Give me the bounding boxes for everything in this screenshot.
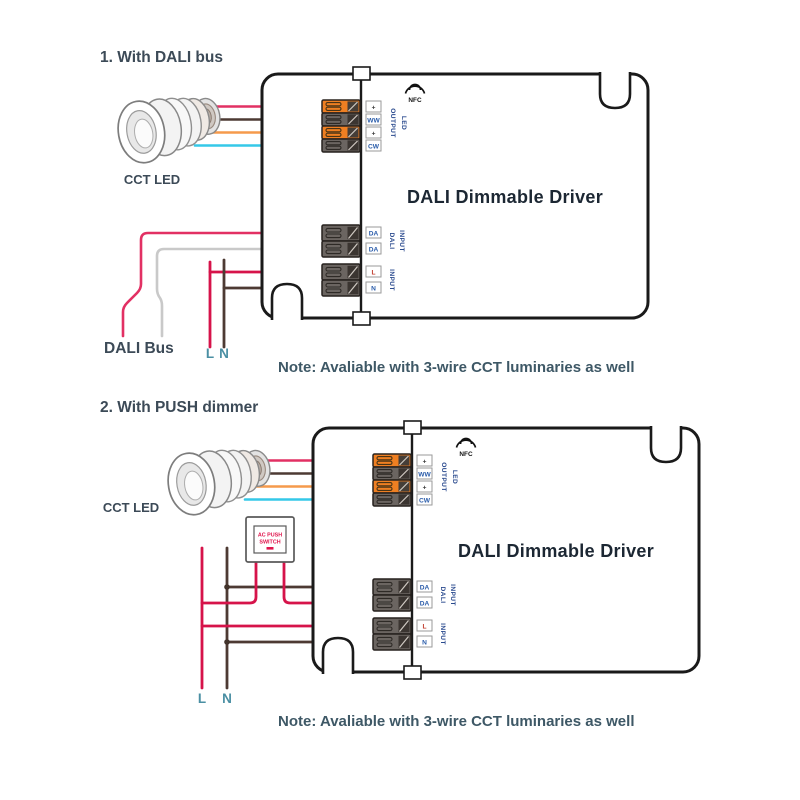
label-l-terminal-2: L — [422, 624, 426, 631]
label-out-plus2-2: + — [423, 485, 427, 492]
terminal-pole-out-ww — [321, 112, 361, 127]
label-out-plus2: + — [372, 131, 376, 138]
cct-led-label-2: CCT LED — [103, 500, 159, 515]
switch-label-line2: SWITCH — [259, 540, 280, 546]
label-n-terminal: N — [371, 286, 376, 293]
terminal-pole-n — [321, 279, 361, 297]
terminal-pole-out-plus2 — [321, 125, 361, 140]
terminal-pole-out-ww-2 — [372, 466, 412, 481]
wire-dali-da1 — [121, 231, 342, 338]
nfc-icon-2: NFC — [455, 437, 477, 458]
wire-switch-to-da2 — [282, 560, 393, 605]
terminal-pole-da2 — [321, 240, 361, 258]
terminal-pole-l-2 — [372, 617, 412, 635]
label-n-terminal-2: N — [422, 640, 427, 647]
terminal-pole-da2-2 — [372, 594, 412, 612]
nfc-icon: NFC — [404, 83, 426, 104]
cct-led-label-1: CCT LED — [124, 172, 180, 187]
label-led-group: LED — [400, 116, 407, 130]
label-out-plus1: + — [372, 105, 376, 112]
label-dali-group: DALI — [388, 233, 395, 250]
switch-label-line1: AC PUSH — [258, 533, 282, 539]
cct-led-lamp-1 — [112, 86, 227, 168]
live-label-2: L — [198, 691, 206, 706]
label-mains-input-group-2: INPUT — [439, 623, 446, 645]
terminal-pole-n-2 — [372, 633, 412, 651]
driver-1-terminal-labels: + WW + CW OUTPUT LED DA DA DALI INPUT L … — [365, 100, 407, 294]
label-out-ww: WW — [367, 118, 380, 125]
section-1-title: 1. With DALI bus — [100, 49, 223, 66]
label-da1: DA — [369, 231, 379, 238]
driver-1: + WW + CW OUTPUT LED DA DA DALI INPUT L … — [260, 65, 650, 327]
wire-live-to-switch — [200, 560, 258, 605]
junction-dot-neutral-da — [224, 584, 230, 590]
junction-dot-neutral-n — [224, 639, 230, 645]
driver-1-title: DALI Dimmable Driver — [407, 187, 603, 207]
terminal-pole-out-plus2-2 — [372, 479, 412, 494]
label-da2: DA — [369, 247, 379, 254]
terminal-pole-out-cw — [321, 138, 361, 153]
label-da1-2: DA — [420, 585, 430, 592]
label-output-group: OUTPUT — [389, 108, 396, 138]
nfc-label: NFC — [408, 97, 422, 104]
driver-2-terminal-labels: + WW + CW OUTPUT LED DA DA DALI INPUT L … — [416, 454, 458, 648]
live-label-1: L — [206, 346, 214, 361]
label-mains-input-group: INPUT — [388, 269, 395, 291]
label-out-cw: CW — [368, 144, 380, 151]
driver-2-title: DALI Dimmable Driver — [458, 541, 654, 561]
label-dali-group-2: DALI — [439, 587, 446, 604]
section-2-note: Note: Avaliable with 3-wire CCT luminari… — [278, 713, 634, 730]
label-out-cw-2: CW — [419, 498, 431, 505]
label-dali-input-group-2: INPUT — [449, 584, 456, 606]
label-da2-2: DA — [420, 601, 430, 608]
section-2-push-dimmer: 2. With PUSH dimmer CCT LED — [100, 399, 701, 730]
label-led-group-2: LED — [451, 470, 458, 484]
terminal-pole-l — [321, 263, 361, 281]
terminal-pole-out-plus1 — [321, 99, 361, 114]
section-1-dali-bus: 1. With DALI bus CCT LED — [100, 49, 650, 376]
section-2-title: 2. With PUSH dimmer — [100, 399, 258, 416]
cct-led-lamp-2 — [162, 438, 277, 520]
label-out-plus1-2: + — [423, 459, 427, 466]
section-1-dali-wires — [121, 231, 342, 338]
label-l-terminal: L — [371, 270, 375, 277]
ac-push-switch: AC PUSH SWITCH — [245, 516, 295, 563]
terminal-pole-da1-2 — [372, 578, 412, 596]
terminal-pole-out-cw-2 — [372, 492, 412, 507]
neutral-label-1: N — [219, 346, 229, 361]
neutral-label-2: N — [222, 691, 232, 706]
label-output-group-2: OUTPUT — [440, 462, 447, 492]
label-dali-input-group: INPUT — [398, 230, 405, 252]
switch-indicator — [266, 547, 274, 550]
terminal-pole-da1 — [321, 224, 361, 242]
nfc-label-2: NFC — [459, 451, 473, 458]
dali-bus-label: DALI Bus — [104, 340, 174, 357]
label-out-ww-2: WW — [418, 472, 431, 479]
driver-2: + WW + CW OUTPUT LED DA DA DALI INPUT L … — [311, 419, 701, 681]
terminal-pole-out-plus1-2 — [372, 453, 412, 468]
section-1-note: Note: Avaliable with 3-wire CCT luminari… — [278, 359, 634, 376]
wire-dali-da2 — [155, 247, 342, 338]
